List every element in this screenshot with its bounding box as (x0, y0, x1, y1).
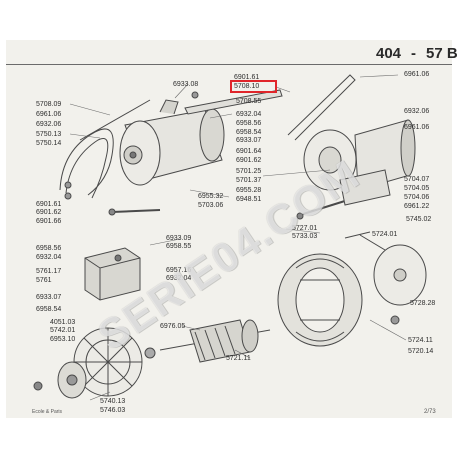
regulator-block (84, 247, 141, 301)
part-label: 6901.62 (36, 209, 62, 216)
part-label: 5728.28 (410, 300, 436, 307)
adjusting-link (184, 89, 283, 115)
header-separator: - (411, 45, 416, 62)
part-label: 5761.17 (36, 268, 62, 275)
fan-pulley (33, 327, 143, 399)
part-label: 6955.28 (236, 187, 262, 194)
part-label: 6901.62 (236, 157, 262, 164)
drive-belt (59, 128, 114, 199)
part-label: 6901.61 (234, 74, 260, 81)
part-label: 5701.37 (236, 177, 262, 184)
part-label: 6901.64 (236, 148, 262, 155)
part-label: 6958.55 (166, 243, 192, 250)
part-label-highlighted: 5708.10 (234, 83, 260, 90)
part-label: 5746.03 (100, 407, 126, 414)
part-label: 6961.22 (404, 203, 430, 210)
part-label: 5720.14 (408, 348, 434, 355)
generator-assembly (119, 99, 225, 186)
part-label: 6948.51 (236, 196, 262, 203)
highlight-box (230, 80, 277, 93)
part-label: 5740.13 (100, 398, 126, 405)
part-label: 5708.09 (36, 101, 62, 108)
part-label: 4051.03 (50, 319, 76, 326)
part-label: 6976.05 (160, 323, 186, 330)
part-label: 6932.06 (36, 121, 62, 128)
part-label: 6961.06 (36, 111, 62, 118)
part-label: 5750.13 (36, 131, 62, 138)
part-label: 6955.32 (198, 193, 224, 200)
footer-page-number: 2/73 (424, 409, 436, 415)
part-label: 5761 (36, 277, 52, 284)
part-label: 5721.11 (226, 355, 251, 362)
field-coil-housing (277, 253, 363, 347)
part-label: 5724.01 (372, 231, 398, 238)
header-model: 404 (376, 45, 402, 62)
mounting-hardware-left (64, 99, 161, 216)
part-label: 6957.16 (166, 267, 192, 274)
part-label: 5703.06 (198, 202, 224, 209)
dynamo-assembly (287, 74, 416, 220)
part-label: 6958.56 (236, 120, 262, 127)
part-label: 6958.54 (236, 129, 262, 136)
part-label: 6933.09 (166, 235, 192, 242)
part-label: 6932.04 (236, 111, 262, 118)
part-label: 5745.02 (406, 216, 432, 223)
part-label: 6958.54 (36, 306, 62, 313)
part-label: 5704.07 (404, 176, 430, 183)
header-rule (6, 64, 452, 65)
part-label: 6901.66 (36, 218, 62, 225)
header-section: 57 B (426, 45, 458, 62)
armature (144, 319, 271, 363)
part-label: 5701.25 (236, 168, 262, 175)
part-label: 5708.55 (236, 98, 262, 105)
part-label: 5733.03 (292, 233, 318, 240)
part-label: 6961.06 (404, 124, 430, 131)
part-label: 5750.14 (36, 140, 62, 147)
part-label: 6932.04 (36, 254, 62, 261)
end-plate (344, 231, 427, 325)
part-label: 5742.01 (50, 327, 76, 334)
part-label: 6933.07 (36, 294, 62, 301)
part-label: 5704.06 (404, 194, 430, 201)
part-label: 6933.07 (236, 137, 262, 144)
part-label: 5724.11 (408, 337, 433, 344)
part-label: 6961.06 (404, 71, 430, 78)
part-label: 5704.05 (404, 185, 430, 192)
part-label: 6958.56 (36, 245, 62, 252)
part-label: 6932.04 (166, 275, 192, 282)
part-label: 6901.61 (36, 201, 62, 208)
footer-publisher: Ecole & Paris (32, 409, 63, 415)
part-label: 5727.01 (292, 225, 318, 232)
part-label: 6953.10 (50, 336, 76, 343)
part-label: 6932.06 (404, 108, 430, 115)
leader-lines (69, 74, 407, 401)
part-label: 6933.08 (173, 81, 199, 88)
